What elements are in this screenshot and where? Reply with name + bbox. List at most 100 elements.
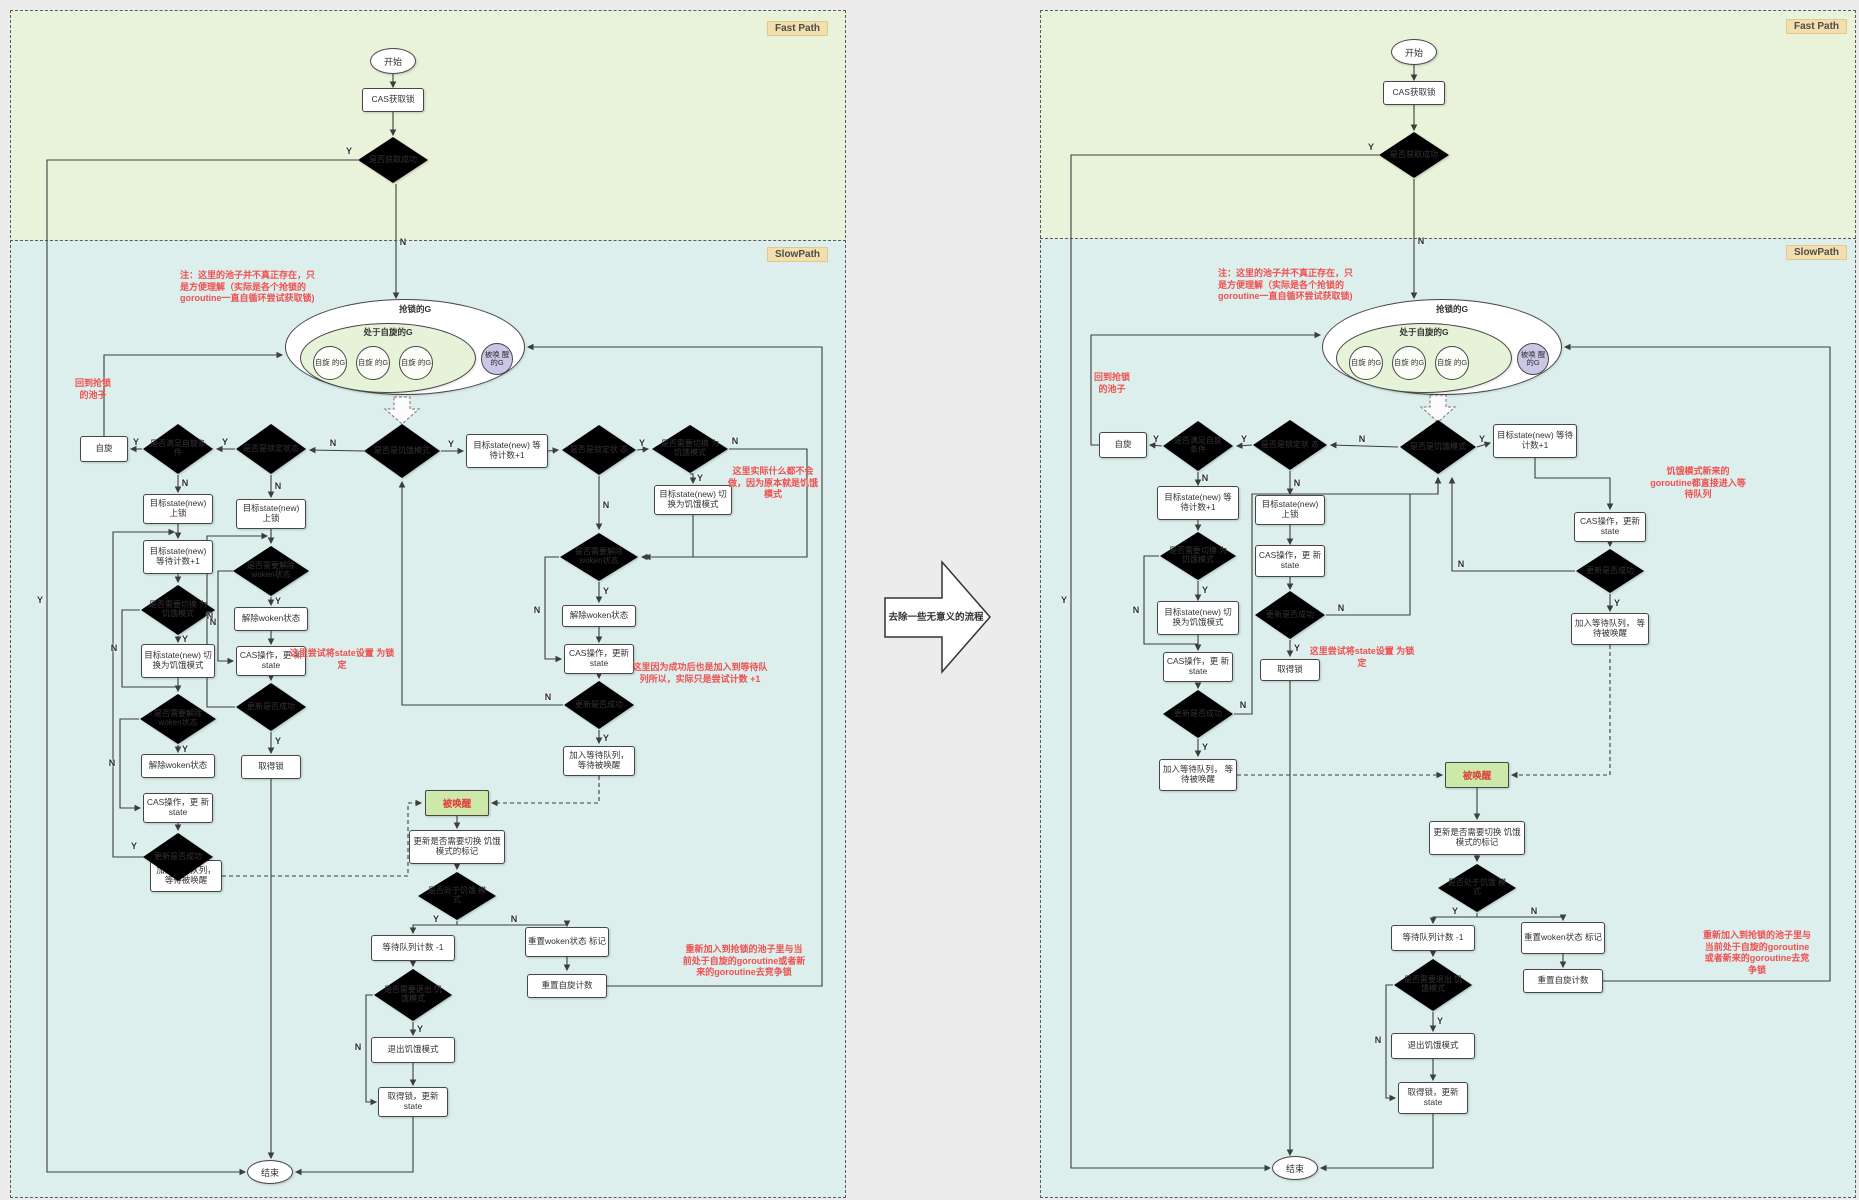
edge-label-right-35: N bbox=[1374, 1035, 1382, 1045]
note-pool-right: 注：这里的池子并不真正存在，只是方便理解（实际是各个抢锁的goroutine一直… bbox=[1218, 268, 1354, 302]
edge-right-4 bbox=[1329, 441, 1399, 449]
diamond-shape bbox=[1160, 532, 1236, 580]
edge-left-12 bbox=[121, 609, 178, 688]
slow-path-badge-right: SlowPath bbox=[1786, 245, 1848, 260]
transform-arrow-label: 去除一些无意义的流程 bbox=[888, 612, 984, 623]
edge-right-39 bbox=[1563, 343, 1831, 982]
spin-box-left: 自旋 bbox=[80, 436, 128, 462]
edge-left-15 bbox=[119, 718, 142, 812]
edge-left-31 bbox=[689, 473, 697, 485]
got-lock-left: 取得锁 bbox=[241, 755, 301, 779]
edge-right-32 bbox=[1477, 914, 1567, 922]
note-back-to-pool-left: 回到抢锁的池子 bbox=[74, 378, 111, 400]
edge-right-35 bbox=[1385, 984, 1397, 1102]
edge-label-right-5: Y bbox=[1240, 434, 1248, 444]
free-label-left-0: Y bbox=[36, 595, 44, 605]
need-clear-woken-q-b-left: 是否需要解除 woken状态 bbox=[232, 545, 310, 597]
edge-label-right-32: N bbox=[1530, 906, 1538, 916]
cas-update-a-right: CAS操作，更 新state bbox=[1163, 652, 1233, 682]
diamond-shape bbox=[236, 683, 306, 731]
end-left: 结束 bbox=[247, 1160, 293, 1184]
update-ok-q-b-left: 更新是否成功 bbox=[235, 682, 307, 732]
edge-label-right-21: N bbox=[1337, 603, 1345, 613]
join-queue-c-right: 加入等待队列， 等待被唤醒 bbox=[1571, 613, 1649, 645]
diamond-text: 是否处于饥饿 模式 bbox=[1447, 878, 1507, 896]
diamond-shape bbox=[358, 137, 428, 183]
switch-starve-a-right: 目标state(new) 切换为饥饿模式 bbox=[1157, 601, 1239, 635]
edge-right-7 bbox=[1090, 331, 1322, 446]
diamond-text: 更新是否成功 bbox=[154, 851, 202, 861]
edge-label-right-26: N bbox=[1457, 559, 1465, 569]
switch-starve-c-left: 目标state(new) 切换为饥饿模式 bbox=[654, 485, 732, 515]
start-left: 开始 bbox=[370, 48, 416, 74]
in-starve-q-right: 是否处于饥饿 模式 bbox=[1437, 863, 1517, 913]
diamond-text: 更新是否成功 bbox=[575, 699, 623, 709]
switch-starve-a-left: 目标state(new) 切换为饥饿模式 bbox=[141, 644, 215, 678]
wait-count-inc-a-right: 目标state(new) 等待计数+1 bbox=[1157, 486, 1239, 520]
note-pool-left: 注：这里的池子并不真正存在，只是方便理解（实际是各个抢锁的goroutine一直… bbox=[180, 270, 316, 304]
edge-label-right-34: Y bbox=[1436, 1016, 1444, 1026]
diamond-shape bbox=[1379, 132, 1449, 178]
start-right: 开始 bbox=[1391, 39, 1437, 65]
cas-update-a-left: CAS操作，更 新state bbox=[143, 793, 213, 823]
edge-label-left-25: Y bbox=[274, 736, 282, 746]
edge-label-left-17: Y bbox=[130, 841, 138, 851]
pool-outer-label-left: 抢锁的G bbox=[398, 304, 432, 314]
cas-update-b-right: CAS操作，更 新state bbox=[1255, 545, 1325, 577]
edge-left-44 bbox=[409, 921, 458, 935]
update-ok-q-a-left: 更新是否成功 bbox=[142, 832, 214, 882]
edge-left-36 bbox=[544, 556, 563, 663]
diamond-shape bbox=[1163, 421, 1233, 471]
exit-starve-right: 退出饥饿模式 bbox=[1391, 1033, 1475, 1059]
diamond-text: 是否满足自旋条件 bbox=[150, 439, 206, 457]
edge-label-left-14: Y bbox=[181, 744, 189, 754]
edge-label-left-34: N bbox=[731, 436, 739, 446]
reset-woken-flag-left: 重置woken状态 标记 bbox=[525, 927, 609, 957]
update-ok-q-c-right: 更新是否成功 bbox=[1575, 548, 1645, 594]
edge-label-right-2: Y bbox=[1367, 142, 1375, 152]
slow-path-badge-left: SlowPath bbox=[767, 247, 829, 262]
diamond-shape bbox=[1394, 959, 1472, 1011]
edge-right-26 bbox=[1448, 476, 1575, 572]
acquire-success-q-left: 是否获取成功 bbox=[357, 136, 429, 184]
edge-label-right-22: Y bbox=[1478, 434, 1486, 444]
spin-g-1-left: 自旋 的G bbox=[313, 346, 347, 380]
edge-label-left-30: Y bbox=[638, 438, 646, 448]
fast-path-zone-right bbox=[1040, 10, 1856, 238]
edge-label-right-14: Y bbox=[1201, 742, 1209, 752]
edge-label-right-15: N bbox=[1239, 700, 1247, 710]
reset-spin-count-left: 重置自旋计数 bbox=[527, 974, 607, 998]
edge-label-left-12: N bbox=[110, 643, 118, 653]
pool-inner-label-right: 处于自旋的G bbox=[1399, 327, 1449, 337]
edge-left-34 bbox=[643, 448, 808, 561]
edge-label-left-47: Y bbox=[416, 1024, 424, 1034]
cas-acquire-right: CAS获取锁 bbox=[1383, 81, 1445, 105]
edge-label-left-2: Y bbox=[345, 146, 353, 156]
edge-right-27 bbox=[1510, 645, 1611, 779]
diamond-text: 是否处于饥饿 模式 bbox=[427, 886, 487, 904]
edge-left-45 bbox=[457, 920, 571, 928]
fast-path-badge-right: Fast Path bbox=[1786, 19, 1848, 34]
transform-arrow bbox=[884, 560, 991, 674]
state-lock-a-left: 目标state(new) 上锁 bbox=[143, 494, 213, 524]
queue-count-dec-right: 等待队列计数 -1 bbox=[1391, 925, 1475, 951]
note-try-lock-state-left: 这里尝试将state设置 为锁定 bbox=[289, 648, 395, 670]
reset-spin-count-right: 重置自旋计数 bbox=[1523, 969, 1603, 993]
edge-label-right-8: N bbox=[1201, 473, 1209, 483]
woken-g-left: 被唤 醒的G bbox=[481, 343, 513, 375]
edge-label-left-15: N bbox=[108, 758, 116, 768]
edge-right-31 bbox=[1429, 913, 1478, 925]
edge-left-32 bbox=[640, 515, 694, 561]
edge-left-29 bbox=[547, 447, 560, 454]
diamond-text: 是否需要切换 为饥饿模式 bbox=[1168, 546, 1228, 564]
edge-label-right-16: N bbox=[1293, 478, 1301, 488]
note-count-only-left: 这里因为成功后也是加入到等待队列所以，实际只是尝试计数 +1 bbox=[632, 662, 768, 684]
spin-g-1-right: 自旋 的G bbox=[1349, 346, 1383, 380]
clear-woken-b-left: 解除woken状态 bbox=[234, 607, 308, 631]
need-clear-woken-q-a-left: 是否需要解除 woken状态 bbox=[139, 693, 217, 745]
diamond-shape bbox=[652, 425, 728, 473]
diamond-text: 是否满足自旋 条件 bbox=[1174, 436, 1222, 454]
note-rejoin-left: 重新加入到抢锁的池子里与当前处于自旋的goroutine或者新来的gorouti… bbox=[682, 944, 806, 978]
diamond-shape bbox=[233, 546, 309, 596]
diamond-text: 是否需要解除 woken状态 bbox=[247, 561, 295, 579]
